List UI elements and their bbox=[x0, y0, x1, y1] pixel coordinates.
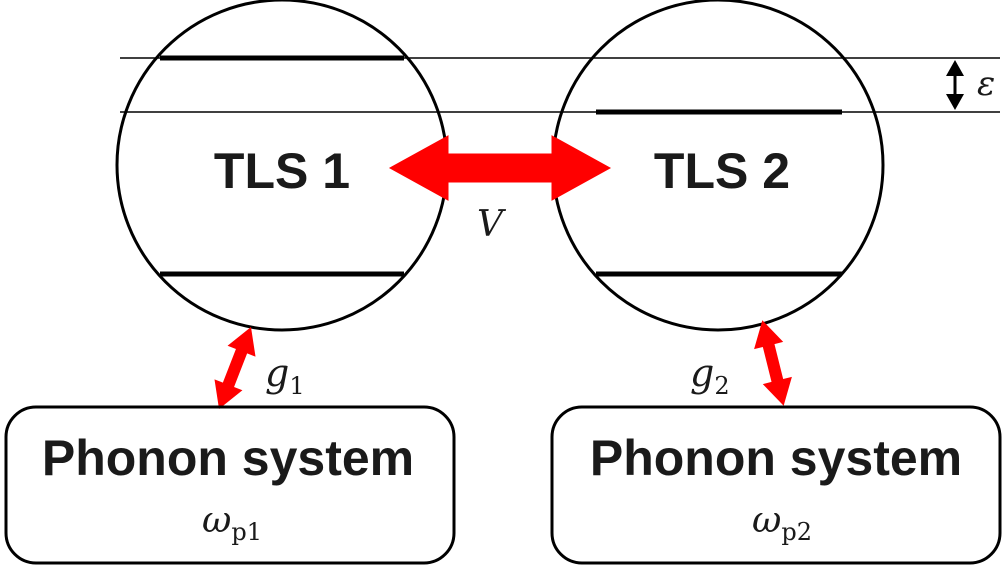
phonon-coupling-arrow-1 bbox=[214, 327, 256, 409]
tls-2-group: TLS 2 bbox=[551, 0, 885, 332]
phonon-system-1-frequency: ωp1 bbox=[202, 500, 262, 546]
tls-coupling-symbol: V bbox=[477, 204, 507, 245]
tls-1-label: TLS 1 bbox=[214, 143, 350, 199]
phonon-coupling-2-symbol: g2 bbox=[690, 351, 730, 400]
phonon-coupling-1-symbol: g1 bbox=[265, 351, 305, 400]
phonon-system-2-label: Phonon system bbox=[590, 430, 962, 486]
energy-offset-marker bbox=[946, 60, 964, 110]
tls-2-label: TLS 2 bbox=[654, 143, 790, 199]
phonon-system-2-box bbox=[550, 405, 1002, 565]
phonon-system-1-label: Phonon system bbox=[42, 430, 414, 486]
phonon-system-2: Phonon system ωp2 bbox=[550, 405, 1002, 565]
phonon-system-1: Phonon system ωp1 bbox=[4, 405, 456, 565]
phonon-system-1-box bbox=[4, 405, 456, 565]
phonon-coupling-arrow-2 bbox=[754, 320, 792, 406]
phonon-system-2-frequency: ωp2 bbox=[752, 500, 812, 546]
tls-coupling-arrow bbox=[388, 135, 612, 201]
energy-offset-symbol: ε bbox=[977, 64, 995, 104]
